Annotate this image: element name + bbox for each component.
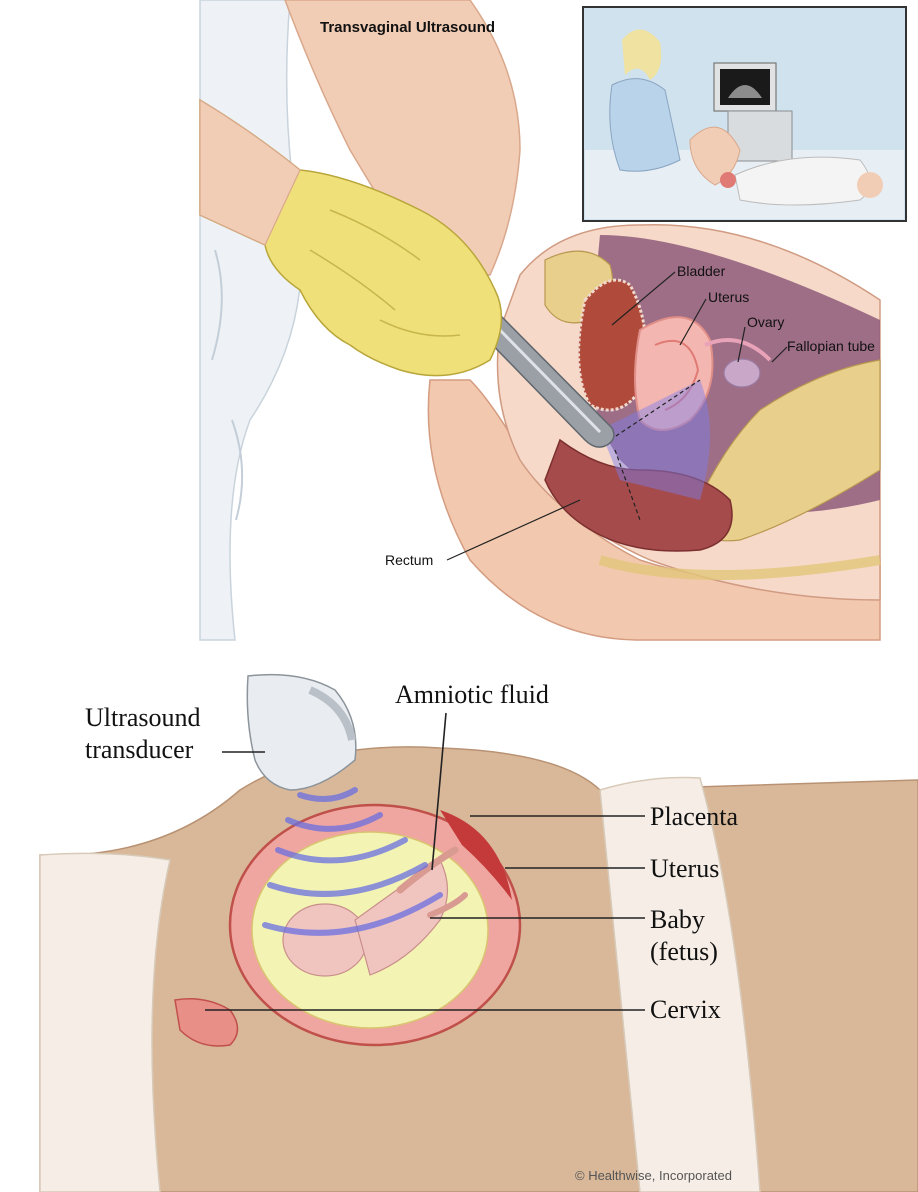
inset-exam-scene: [583, 7, 906, 221]
abdominal-panel: Ultrasound transducer Amniotic fluid Pla…: [40, 675, 918, 1192]
label-fallopian-tube: Fallopian tube: [787, 338, 875, 354]
label-transducer-line2: transducer: [85, 735, 194, 764]
gown-drape: [200, 0, 301, 640]
copyright: © Healthwise, Incorporated: [575, 1168, 732, 1183]
label-uterus-top: Uterus: [708, 289, 749, 305]
label-baby-line1: Baby: [650, 905, 705, 934]
label-cervix: Cervix: [650, 995, 721, 1024]
label-uterus-bottom: Uterus: [650, 854, 719, 883]
label-ovary: Ovary: [747, 314, 784, 330]
label-bladder: Bladder: [677, 263, 726, 279]
panel-title: Transvaginal Ultrasound: [320, 19, 495, 36]
label-placenta: Placenta: [650, 802, 739, 831]
label-rectum: Rectum: [385, 552, 433, 568]
label-amniotic-fluid: Amniotic fluid: [395, 680, 549, 709]
drape-left: [40, 853, 170, 1192]
ovary: [724, 359, 760, 387]
transvaginal-panel: Transvaginal Ultrasound Bladder Uterus: [200, 0, 906, 640]
label-baby-line2: (fetus): [650, 937, 718, 966]
label-transducer-line1: Ultrasound: [85, 703, 201, 732]
ultrasound-transducer: [247, 675, 356, 790]
